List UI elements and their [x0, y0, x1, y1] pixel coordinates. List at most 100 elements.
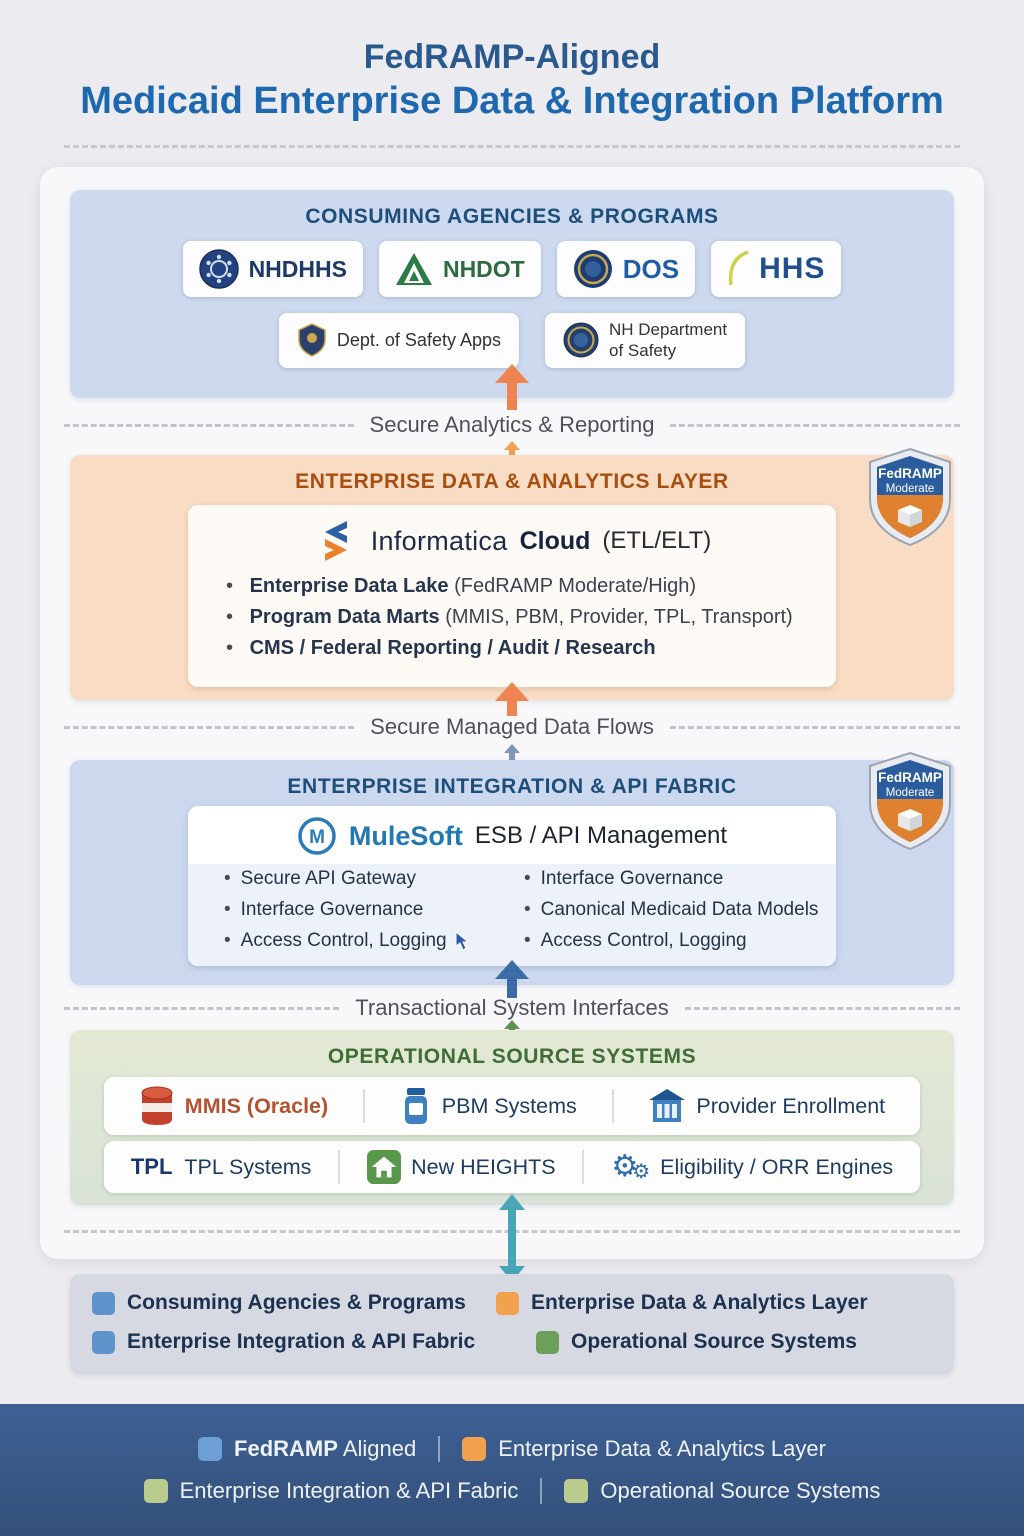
- informatica-product-detail: (ETL/ELT): [602, 527, 712, 554]
- fedramp-moderate-badge-analytics: FedRAMP Moderate: [869, 447, 951, 547]
- integration-bullet: Interface Governance: [524, 868, 824, 890]
- agency-chip-nhdot: NHDOT: [378, 241, 541, 297]
- agency-row: NHDHHS NHDOT DOS: [70, 241, 954, 297]
- consuming-header: CONSUMING AGENCIES & PROGRAMS: [305, 205, 719, 228]
- bullet-text: Access Control, Logging: [240, 930, 447, 951]
- dash-left: [64, 725, 355, 729]
- bullet-main: Program Data Marts: [249, 606, 440, 628]
- source-item-provider: Provider Enrollment: [648, 1088, 885, 1124]
- source-label-mmis: MMIS (Oracle): [184, 1093, 329, 1118]
- agency-label-nhdhhs: NHDHHS: [248, 255, 347, 282]
- dash-left: [64, 1006, 340, 1010]
- integration-bullets-right: Interface Governance Canonical Medicaid …: [524, 868, 824, 961]
- source-item-newheights: New HEIGHTS: [367, 1150, 556, 1184]
- flow-row-transactional: Transactional System Interfaces: [64, 995, 960, 1021]
- badge-text-line2: Moderate: [886, 483, 935, 495]
- divider: [362, 1089, 365, 1123]
- app-chip-nh-safety: NH Department of Safety: [545, 313, 746, 368]
- integration-bullets-left: Secure API Gateway Interface Governance …: [224, 868, 524, 961]
- mulesoft-product-row: M MuleSoft ESB / API Management: [188, 806, 836, 856]
- mulesoft-brand: MuleSoft: [348, 820, 463, 851]
- building-icon: [649, 1089, 686, 1122]
- legend-label: Consuming Agencies & Programs: [127, 1291, 466, 1314]
- footer-item-analytics: Enterprise Data & Analytics Layer: [462, 1436, 826, 1462]
- flow-row-analytics-reporting: Secure Analytics & Reporting: [64, 412, 960, 438]
- integration-bullet: Canonical Medicaid Data Models: [524, 899, 824, 921]
- footer-item-sources: Operational Source Systems: [564, 1478, 880, 1504]
- footer-row-2: Enterprise Integration & API Fabric Oper…: [0, 1478, 1024, 1504]
- dos-seal-icon: [573, 250, 612, 288]
- divider: [582, 1150, 585, 1184]
- arrow-up-to-integration: [495, 960, 529, 998]
- informatica-card: Informatica Cloud (ETL/ELT) Enterprise D…: [188, 505, 836, 687]
- integration-header: ENTERPRISE INTEGRATION & API FABRIC: [287, 775, 737, 798]
- integration-bullet: Access Control, Logging: [224, 930, 524, 952]
- bullet-text: Interface Governance: [240, 899, 424, 920]
- source-item-tpl: TPL TPL Systems: [131, 1154, 312, 1180]
- agency-chip-dos: DOS: [556, 241, 696, 297]
- footer-swatch-sage: [143, 1479, 168, 1503]
- legend-item-integration: Enterprise Integration & API Fabric: [92, 1330, 536, 1354]
- app-label-safety-apps: Dept. of Safety Apps: [336, 329, 501, 350]
- cursor-pointer-icon: [455, 931, 469, 951]
- svg-text:M: M: [309, 827, 325, 848]
- footer-swatch-blue: [198, 1437, 223, 1461]
- analytics-bullet: CMS / Federal Reporting / Audit / Resear…: [226, 637, 836, 660]
- app-label-nh-safety-line2: of Safety: [609, 341, 677, 361]
- pill-bottle-icon: [404, 1088, 427, 1124]
- footer-label-bold: FedRAMP: [234, 1436, 338, 1461]
- dash-right: [684, 1006, 960, 1010]
- footer-swatch-sage: [564, 1479, 589, 1503]
- app-label-nh-safety: NH Department of Safety: [609, 319, 727, 362]
- badge-text-line1: FedRAMP: [878, 770, 942, 785]
- analytics-bullet: Enterprise Data Lake (FedRAMP Moderate/H…: [226, 575, 836, 598]
- integration-bullets: Secure API Gateway Interface Governance …: [188, 856, 836, 961]
- agency-chip-hhs: HHS: [711, 241, 842, 297]
- app-chip-safety-apps: Dept. of Safety Apps: [278, 313, 519, 368]
- flow-label-transactional: Transactional System Interfaces: [355, 995, 669, 1020]
- sources-header: OPERATIONAL SOURCE SYSTEMS: [327, 1045, 697, 1068]
- legend-swatch-blue: [92, 1291, 115, 1315]
- legend-label: Enterprise Data & Analytics Layer: [531, 1291, 868, 1314]
- bullet-detail: (FedRAMP Moderate/High): [454, 575, 697, 597]
- database-icon: [141, 1086, 173, 1125]
- legend: Consuming Agencies & Programs Enterprise…: [70, 1274, 954, 1374]
- house-icon: [367, 1150, 402, 1184]
- integration-bullet: Access Control, Logging: [524, 930, 824, 952]
- legend-label: Operational Source Systems: [571, 1330, 857, 1353]
- double-arrow-vertical: [499, 1194, 525, 1282]
- legend-label: Enterprise Integration & API Fabric: [127, 1330, 476, 1353]
- source-item-pbm: PBM Systems: [400, 1086, 577, 1126]
- source-label-provider: Provider Enrollment: [696, 1093, 886, 1118]
- agency-label-hhs: HHS: [759, 252, 826, 285]
- source-row-1: MMIS (Oracle) PBM Systems Provider Enrol…: [104, 1077, 920, 1135]
- agency-chip-nhdhhs: NHDHHS: [182, 241, 363, 297]
- small-arrow-up-2: [504, 744, 520, 764]
- dash-right: [670, 423, 960, 427]
- integration-bullet: Interface Governance: [224, 899, 524, 921]
- footer-label: Aligned: [337, 1436, 417, 1461]
- flow-row-managed-data: Secure Managed Data Flows: [64, 714, 961, 740]
- mulesoft-product-detail: ESB / API Management: [474, 822, 728, 849]
- bullet-detail: (MMIS, PBM, Provider, TPL, Transport): [445, 606, 793, 628]
- source-item-mmis: MMIS (Oracle): [139, 1085, 328, 1127]
- hhs-swoosh-icon: [728, 250, 749, 286]
- badge-text-line1: FedRAMP: [878, 466, 942, 481]
- footer-item-integration: Enterprise Integration & API Fabric: [143, 1478, 519, 1504]
- informatica-product-row: Informatica Cloud (ETL/ELT): [188, 505, 836, 561]
- footer-divider: [540, 1478, 543, 1504]
- fedramp-moderate-badge-integration: FedRAMP Moderate: [869, 751, 951, 851]
- mulesoft-logo-icon: M: [298, 817, 336, 855]
- legend-row-1: Consuming Agencies & Programs Enterprise…: [92, 1291, 954, 1315]
- footer-label: Enterprise Integration & API Fabric: [179, 1478, 519, 1503]
- source-label-pbm: PBM Systems: [441, 1093, 577, 1118]
- source-label-eligibility: Eligibility / ORR Engines: [660, 1154, 894, 1179]
- bullet-main: Enterprise Data Lake: [249, 575, 449, 597]
- flow-label-managed-data: Secure Managed Data Flows: [370, 714, 654, 739]
- tpl-icon: TPL: [130, 1154, 173, 1179]
- page-title-line1: FedRAMP-Aligned: [363, 38, 661, 76]
- source-row-2: TPL TPL Systems New HEIGHTS ⚙⚙ Eligibili…: [104, 1141, 920, 1193]
- nhdot-logo-icon: [395, 253, 432, 285]
- safety-badge-icon: [298, 323, 326, 358]
- legend-item-sources: Operational Source Systems: [536, 1330, 857, 1354]
